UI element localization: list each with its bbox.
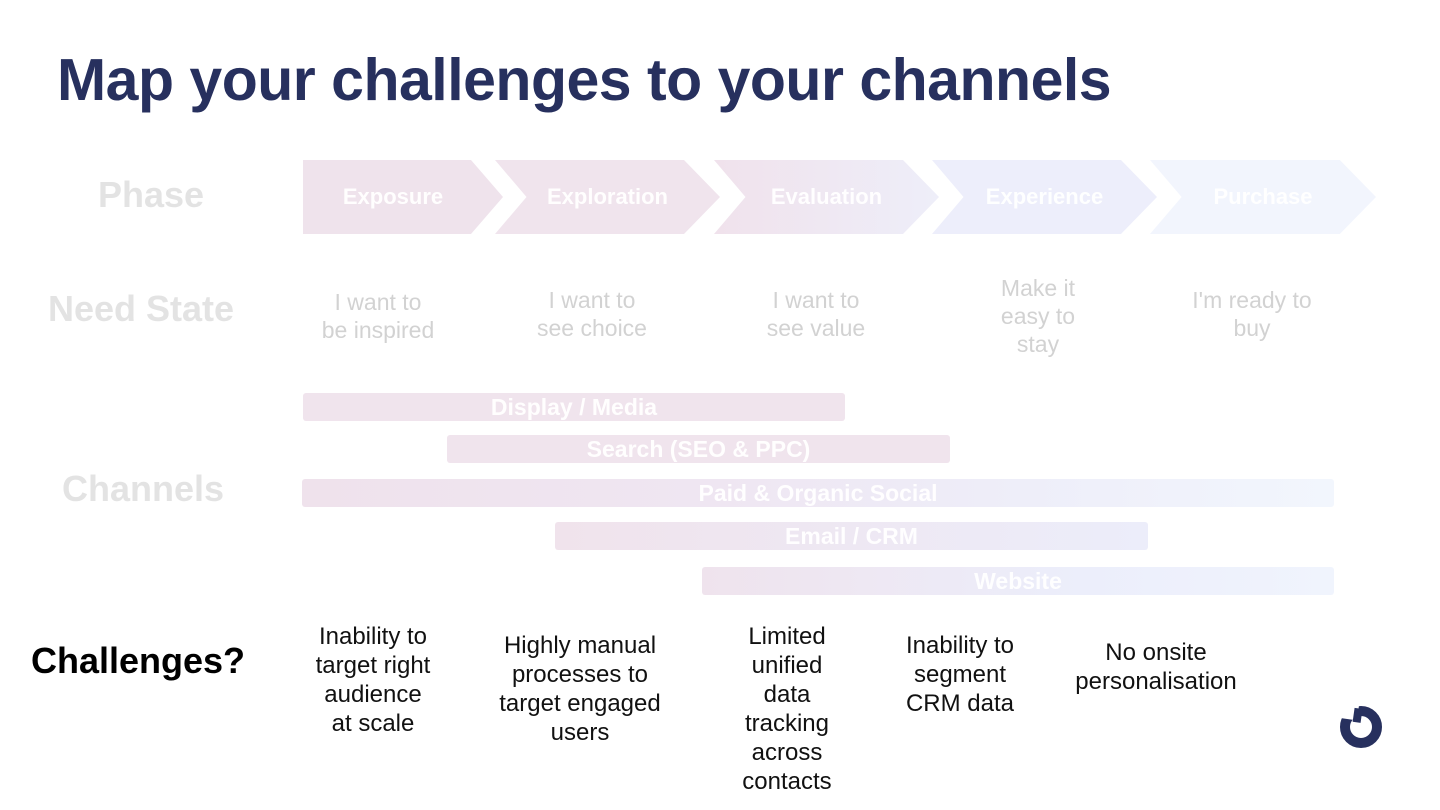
phase-label: Purchase: [1213, 184, 1313, 209]
phase-label: Experience: [985, 184, 1104, 209]
challenge-purchase: No onsite personalisation: [1075, 639, 1237, 695]
channel-bar-social: Paid & Organic Social: [302, 479, 1334, 507]
phase-label: Evaluation: [770, 184, 883, 209]
channel-bar-search: Search (SEO & PPC): [447, 435, 950, 463]
phase-label: Exposure: [342, 184, 444, 209]
phase-arrow-purchase: Purchase: [1150, 160, 1376, 234]
row-label-challenges: Challenges?: [31, 640, 246, 681]
ring-logo-icon: [1340, 703, 1382, 748]
need-state-exposure: I want to be inspired: [321, 289, 435, 343]
challenge-exposure: Inability to target right audience at sc…: [315, 623, 431, 737]
phase-arrow-experience: Experience: [932, 160, 1157, 234]
phase-arrow-evaluation: Evaluation: [714, 160, 939, 234]
need-state-purchase: I'm ready to buy: [1192, 287, 1312, 341]
page-title: Map your challenges to your channels: [57, 47, 1112, 113]
challenge-exploration: Highly manual processes to target engage…: [499, 632, 661, 746]
row-label-need-state: Need State: [48, 288, 235, 329]
challenge-evaluation: Limited unified data tracking across con…: [742, 623, 832, 795]
channel-bar-email-crm: Email / CRM: [555, 522, 1148, 550]
phase-arrow-exposure: Exposure: [303, 160, 503, 234]
need-state-evaluation: I want to see value: [766, 287, 866, 341]
need-state-experience: Make it easy to stay: [1000, 275, 1076, 357]
challenge-experience: Inability to segment CRM data: [905, 632, 1015, 717]
phase-label: Exploration: [546, 184, 668, 209]
channel-bar-display-media: Display / Media: [303, 393, 845, 421]
phase-arrow-exploration: Exploration: [495, 160, 720, 234]
row-label-channels: Channels: [62, 468, 225, 509]
row-label-phase: Phase: [98, 174, 205, 215]
need-state-exploration: I want to see choice: [537, 287, 647, 341]
channel-bar-website: Website: [702, 567, 1334, 595]
